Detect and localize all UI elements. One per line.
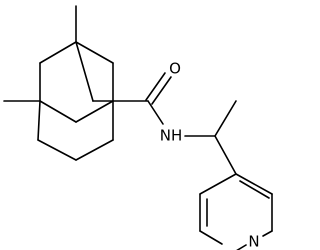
bond bbox=[199, 173, 237, 195]
bond bbox=[37, 100, 41, 141]
bond bbox=[75, 41, 94, 102]
bond bbox=[75, 41, 114, 64]
methyl-groups bbox=[3, 5, 77, 102]
bond bbox=[262, 230, 273, 237]
bond bbox=[214, 135, 237, 175]
bond bbox=[75, 139, 114, 161]
aromatic-inner-bond bbox=[239, 180, 270, 199]
pyridine-ring: N bbox=[199, 173, 273, 250]
bond bbox=[147, 100, 164, 125]
adamantane-cage bbox=[37, 41, 114, 161]
bond bbox=[39, 41, 77, 64]
pyridine-nitrogen-label: N bbox=[248, 233, 259, 250]
bond bbox=[75, 100, 114, 123]
bond bbox=[37, 139, 77, 161]
methyl-bond-right bbox=[214, 100, 237, 137]
carbonyl-double-bond-b bbox=[151, 76, 172, 105]
amide-group: O NH bbox=[112, 60, 183, 145]
ethyl-linker bbox=[184, 100, 237, 175]
bond bbox=[236, 244, 247, 250]
bond bbox=[199, 230, 223, 245]
amide-nitrogen-label: NH bbox=[160, 127, 183, 145]
bond bbox=[39, 100, 77, 123]
bond bbox=[235, 173, 273, 195]
molecule-structure: O NH N bbox=[3, 5, 273, 250]
oxygen-label: O bbox=[169, 60, 181, 78]
carbonyl-double-bond-a bbox=[145, 72, 166, 101]
